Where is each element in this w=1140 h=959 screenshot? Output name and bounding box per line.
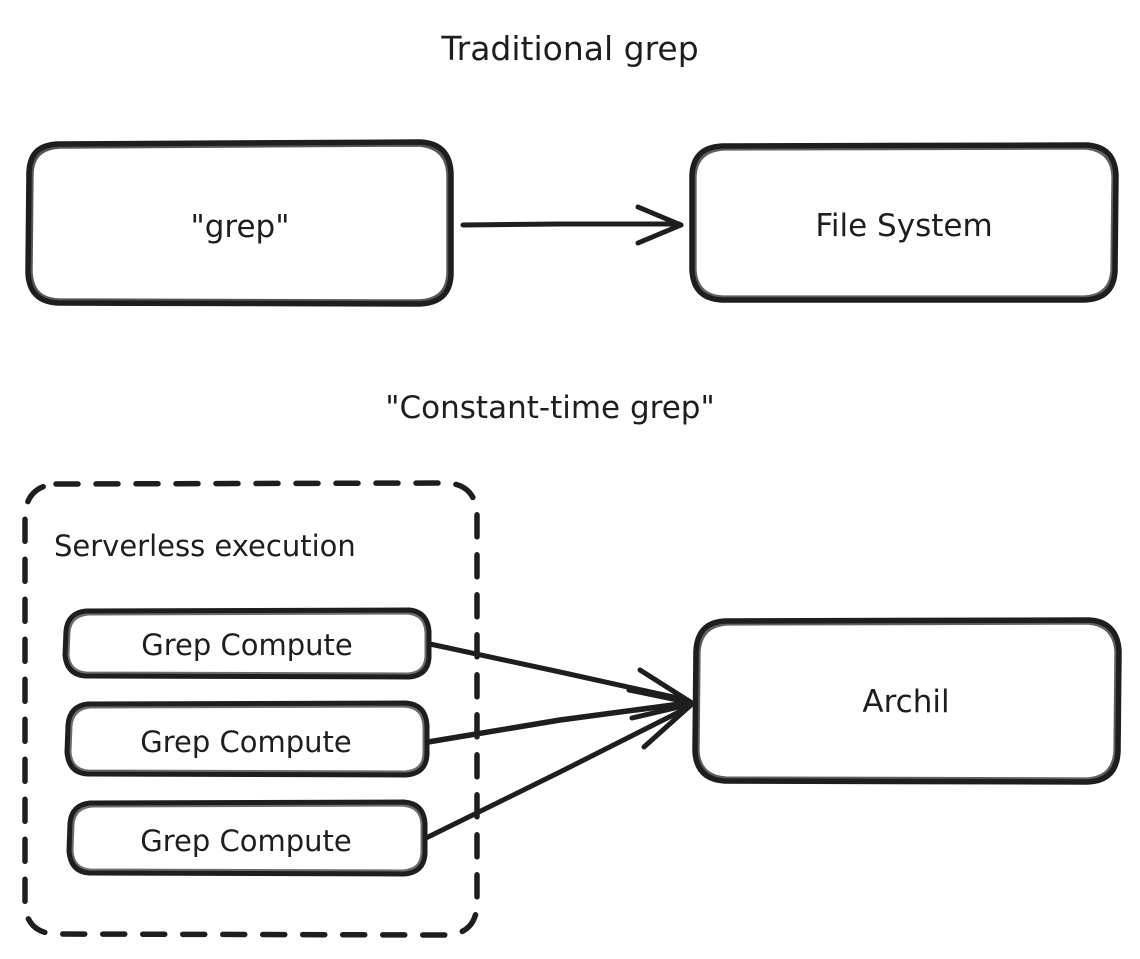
node-grep-compute-1[interactable]: Grep Compute	[62, 607, 432, 680]
arrowhead-archil	[626, 667, 695, 750]
edge-grep-compute-1-to-archil	[427, 641, 690, 703]
node-file-system[interactable]: File System	[689, 142, 1119, 303]
node-grep-compute-1-label: Grep Compute	[141, 628, 352, 662]
node-grep-label: "grep"	[190, 209, 289, 245]
node-grep-compute-2[interactable]: Grep Compute	[64, 700, 430, 778]
node-archil[interactable]: Archil	[692, 617, 1122, 785]
node-grep-compute-3[interactable]: Grep Compute	[66, 799, 428, 877]
group-serverless-execution-label: Serverless execution	[54, 529, 356, 563]
node-file-system-label: File System	[815, 208, 992, 244]
edge-grep-compute-3-to-archil	[423, 704, 692, 841]
edge-grep-compute-2-to-archil	[425, 700, 691, 745]
node-grep-compute-3-label: Grep Compute	[140, 824, 351, 858]
section-title-constant-time: "Constant-time grep"	[385, 390, 714, 426]
node-grep[interactable]: "grep"	[25, 139, 454, 307]
section-title-traditional: Traditional grep	[440, 29, 698, 68]
node-archil-label: Archil	[862, 684, 949, 720]
group-serverless-execution: Serverless execution	[22, 480, 480, 938]
edge-grep-to-filesystem	[460, 204, 684, 246]
node-grep-compute-2-label: Grep Compute	[140, 725, 351, 759]
